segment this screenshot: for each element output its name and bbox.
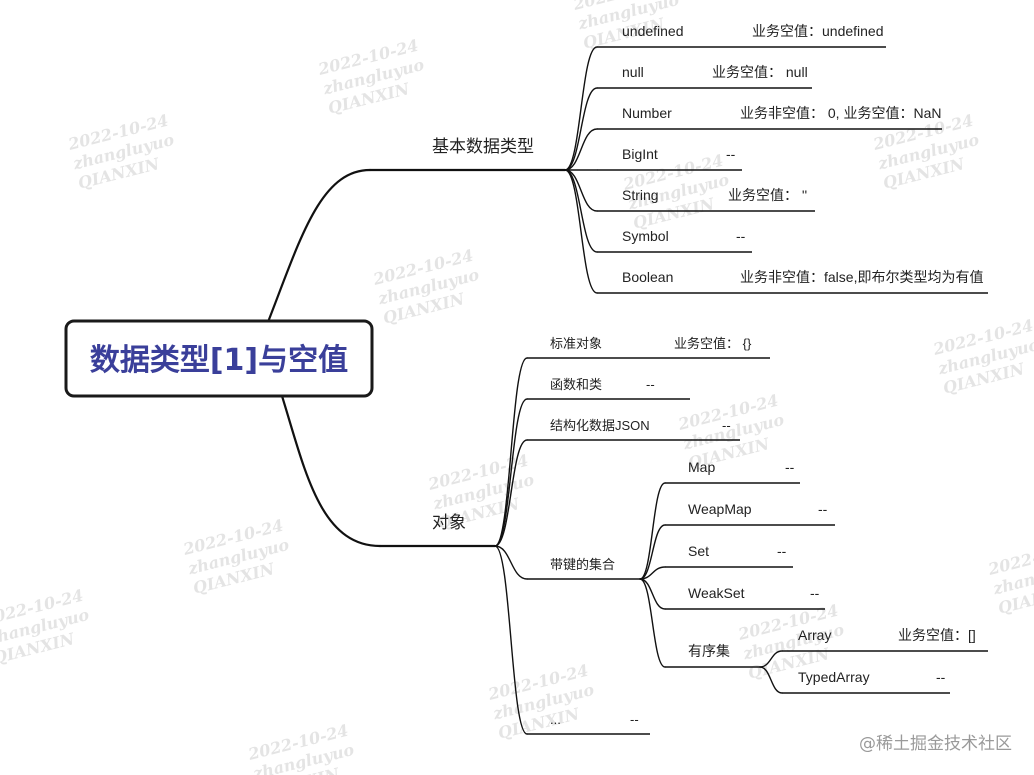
basic-type-4[interactable]: String	[622, 187, 659, 203]
ordered-child-0[interactable]: Array	[798, 627, 831, 643]
edge-basic-0	[564, 46, 598, 171]
basic-type-note-3[interactable]: --	[726, 146, 736, 162]
object-child-2[interactable]: 结构化数据JSON	[550, 418, 650, 433]
basic-type-6[interactable]: Boolean	[622, 269, 673, 285]
keyed-child-3[interactable]: WeakSet	[688, 585, 745, 601]
basic-type-note-1[interactable]: 业务空值： null	[712, 64, 808, 80]
basic-type-note-2[interactable]: 业务非空值： 0, 业务空值：NaN	[740, 105, 941, 121]
edge-object-1	[494, 398, 528, 547]
object-child-3[interactable]: 带键的集合	[550, 557, 615, 572]
keyed-child-note-1[interactable]: --	[818, 501, 828, 517]
keyed-child-2[interactable]: Set	[688, 543, 709, 559]
edge-keyed-4	[639, 578, 666, 668]
basic-type-note-0[interactable]: 业务空值：undefined	[752, 23, 884, 39]
underline-layer	[527, 46, 988, 735]
edge-basic-6	[564, 169, 598, 294]
edge-root-object	[280, 394, 382, 548]
basic-type-note-6[interactable]: 业务非空值：false,即布尔类型均为有值	[740, 269, 983, 285]
edge-keyed-1	[639, 524, 666, 580]
object-child-4[interactable]: ...	[550, 712, 561, 727]
ordered-child-1[interactable]: TypedArray	[798, 669, 870, 685]
object-child-note-0[interactable]: 业务空值： {}	[674, 336, 752, 351]
keyed-child-0[interactable]: Map	[688, 459, 715, 475]
object-child-note-2[interactable]: --	[722, 418, 731, 433]
edge-keyed-0	[639, 482, 666, 580]
edge-root-basic	[266, 168, 372, 324]
branch-basic-types[interactable]: 基本数据类型	[432, 137, 534, 156]
edge-basic-2	[564, 128, 598, 171]
edge-keyed-2	[639, 566, 666, 580]
basic-type-note-5[interactable]: --	[736, 228, 746, 244]
basic-type-2[interactable]: Number	[622, 105, 672, 121]
root-node[interactable]: 数据类型[1]与空值	[64, 319, 374, 398]
keyed-child-1[interactable]: WeapMap	[688, 501, 752, 517]
edge-object-4	[494, 545, 528, 735]
basic-type-5[interactable]: Symbol	[622, 228, 669, 244]
edge-basic-4	[564, 169, 598, 212]
edge-layer	[266, 46, 783, 735]
object-child-note-1[interactable]: --	[646, 377, 655, 392]
basic-type-1[interactable]: null	[622, 64, 644, 80]
basic-type-3[interactable]: BigInt	[622, 146, 658, 162]
edge-ordered-1	[759, 666, 783, 694]
basic-type-0[interactable]: undefined	[622, 23, 684, 39]
basic-type-note-4[interactable]: 业务空值： ''	[728, 187, 807, 203]
edge-object-3	[494, 545, 528, 580]
edge-ordered-0	[759, 650, 783, 668]
ordered-child-note-1[interactable]: --	[936, 669, 946, 685]
credit-text: @稀土掘金技术社区	[859, 734, 1012, 754]
object-child-1[interactable]: 函数和类	[550, 377, 602, 392]
edge-basic-5	[564, 169, 598, 253]
keyed-child-note-3[interactable]: --	[810, 585, 820, 601]
root-node-label: 数据类型[1]与空值	[90, 343, 348, 378]
ordered-child-note-0[interactable]: 业务空值：[]	[898, 627, 976, 643]
keyed-child-note-0[interactable]: --	[785, 459, 795, 475]
branch-object[interactable]: 对象	[432, 513, 466, 532]
object-child-0[interactable]: 标准对象	[550, 336, 602, 351]
edge-object-0	[494, 357, 528, 547]
keyed-child-4[interactable]: 有序集	[688, 643, 730, 659]
keyed-child-note-2[interactable]: --	[777, 543, 787, 559]
edge-basic-1	[564, 87, 598, 171]
object-child-note-4[interactable]: --	[630, 712, 639, 727]
edge-object-2	[494, 439, 528, 547]
